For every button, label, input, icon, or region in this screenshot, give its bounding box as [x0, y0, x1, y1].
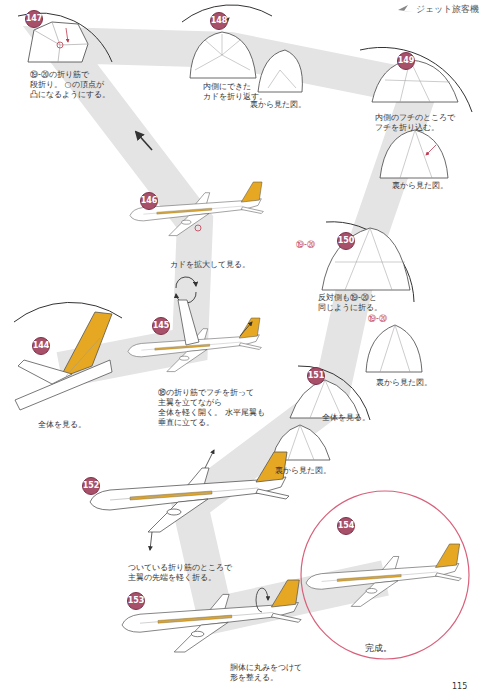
badge-circle [128, 593, 145, 610]
instruction-text: 内側にできた カドを折り返す。 [203, 82, 273, 102]
step-number: 154 [337, 517, 355, 535]
crease-line [268, 70, 296, 88]
finish-circle: 完成。 154 [300, 490, 470, 660]
instruction-text: 内側のフチのところで フチを折り込む。 [375, 113, 467, 133]
view-note: 裏から見た図。 [392, 181, 462, 191]
badge-circle [26, 11, 43, 28]
page-number: 115 [452, 682, 482, 692]
badge-circle [338, 518, 355, 535]
badge-circle [83, 478, 100, 495]
view-note: 裏から見た図。 [275, 466, 345, 476]
instruction-text: 全体を見る。 [38, 420, 98, 430]
ring-circle [301, 491, 469, 659]
crease-marker: ⑲-⑳ [296, 240, 326, 250]
instruction-text: カドを拡大して見る。 [170, 260, 260, 270]
step-number-text: 144 [32, 337, 50, 355]
fold-arrow [426, 145, 436, 155]
plane-view [122, 580, 301, 652]
step-number-text: 150 [337, 232, 355, 250]
badge-circle [153, 318, 170, 335]
fold-arrow [205, 450, 214, 468]
step-number: 153 [127, 592, 145, 610]
rotate-arrow [256, 588, 268, 612]
step-number: 152 [82, 477, 100, 495]
step-number-text: 146 [140, 192, 158, 210]
flow-band [60, 45, 420, 615]
crease-line [335, 228, 405, 290]
paper-model [380, 130, 448, 178]
tail-fin [60, 312, 112, 378]
instruction-text: 反対側も⑲-⑳と 同じように折る。 [318, 293, 398, 313]
badge-circle [308, 368, 325, 385]
paper-model [28, 22, 88, 62]
zoom-mark [195, 225, 201, 231]
step-number: 144 [32, 337, 50, 355]
fold-arrow [66, 28, 68, 42]
stabilizer [18, 360, 72, 384]
fuselage [15, 360, 112, 410]
view-note: 裏から見た図。 [376, 378, 446, 388]
rotate-arrow [176, 277, 196, 288]
instruction-text: ⑲-⑳の折り筋で 段折り。 ○の頂点が 凸になるようにする。 [30, 70, 120, 100]
plane-view [130, 182, 263, 236]
step-number-text: 154 [337, 517, 355, 535]
zoom-arc [360, 47, 472, 112]
crease-line [34, 22, 88, 62]
plane-view [306, 544, 461, 606]
step-arrow [136, 132, 152, 150]
step-number: 147 [25, 10, 43, 28]
crease-line [380, 325, 410, 372]
step-number: 145 [152, 317, 170, 335]
bird-icon [398, 5, 413, 12]
paper-model [366, 325, 422, 372]
instruction-text: ついている折り筋のところで 主翼の先端を軽く折る。 [128, 563, 246, 583]
step-number-text: 152 [82, 477, 100, 495]
instruction-text: 全体を見る。 [322, 413, 382, 423]
page-title: ジェット旅客機 [416, 3, 479, 16]
fold-arrow [150, 532, 152, 550]
step-number: 151 [307, 367, 325, 385]
step-number-text: 147 [25, 10, 43, 28]
node-outline [300, 490, 470, 660]
instruction-text: ⑱の折り筋でフチを折って 主翼を立てながら 全体を軽く開く。 水平尾翼も 垂直に… [158, 388, 266, 428]
paper-model [190, 32, 256, 78]
step-number-text: 145 [152, 317, 170, 335]
step-number: 149 [397, 52, 415, 70]
crease-line [288, 425, 314, 460]
step-number: 148 [210, 12, 228, 30]
paper-model [372, 60, 458, 102]
crease-marker: ⑲-⑳ [368, 314, 398, 324]
crease-line [385, 60, 450, 102]
step-number-text: 153 [127, 592, 145, 610]
view-note: 裏から見た図。 [250, 100, 320, 110]
vertex-mark [57, 42, 63, 48]
instruction-text: 胴体に丸みをつけて 形を整える。 [230, 663, 315, 683]
crease-line [195, 34, 250, 70]
crease-line [310, 380, 342, 418]
step-number: 146 [140, 192, 158, 210]
paper-model [290, 380, 360, 418]
step-number-text: 148 [210, 12, 228, 30]
badge-circle [33, 338, 50, 355]
step-number-text: 149 [397, 52, 415, 70]
raised-wing [178, 300, 199, 345]
step-number-text: 151 [307, 367, 325, 385]
crease-line [66, 338, 100, 376]
finish-text: 完成。 [348, 642, 408, 654]
badge-circle [338, 233, 355, 250]
badge-circle [141, 193, 158, 210]
plane-view [90, 452, 289, 532]
step-number: 150 [337, 232, 355, 250]
badge-circle [398, 53, 415, 70]
fold-arrow [240, 322, 252, 336]
paper-model [258, 50, 302, 92]
badge-circle [211, 13, 228, 30]
paper-model [322, 228, 410, 290]
